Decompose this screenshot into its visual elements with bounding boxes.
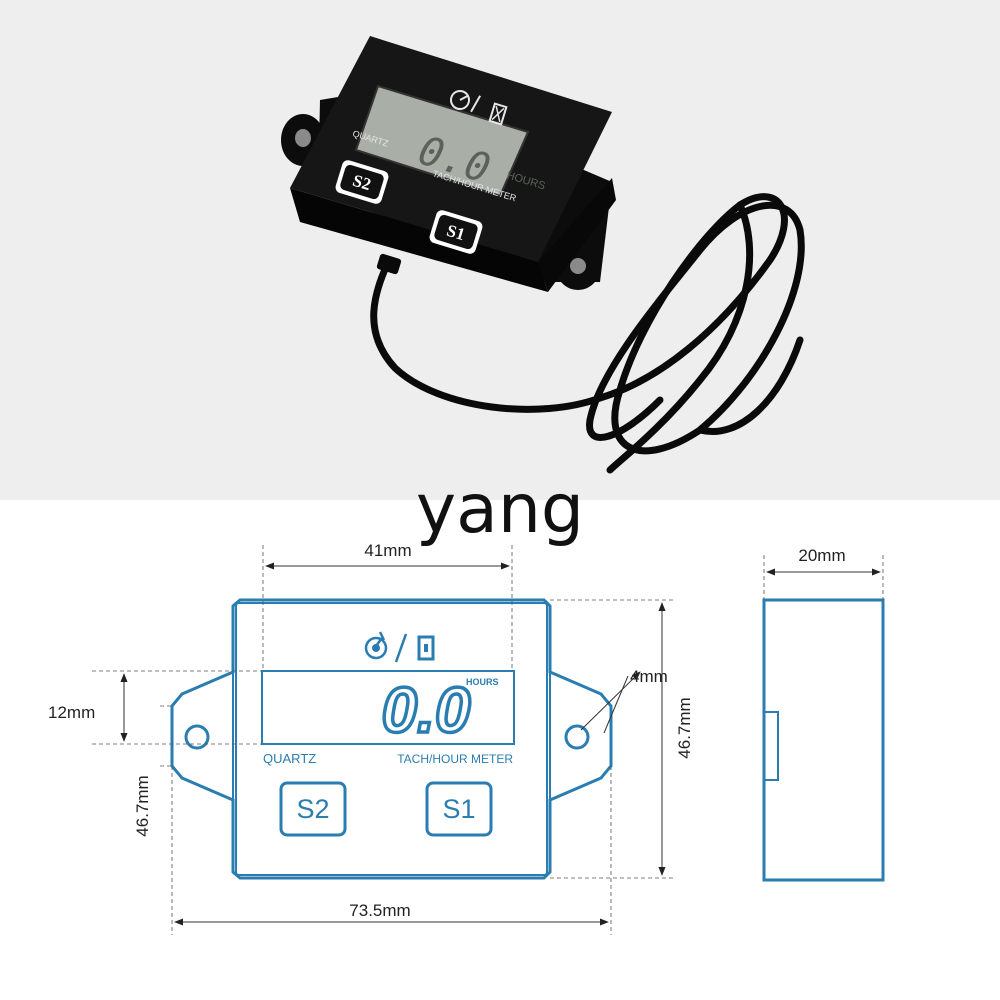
flange-hole-right	[570, 258, 586, 274]
s2-button[interactable]: S2	[334, 159, 390, 206]
s1-button[interactable]: S1	[425, 781, 493, 837]
dim-label-hole-diameter: 4mm	[630, 667, 668, 686]
dim-label-top-width: 41mm	[364, 541, 411, 560]
side-view-outline	[762, 598, 885, 882]
device-right-face	[538, 178, 616, 292]
dimension-drawing: 0.0 HOURS QUARTZ TACH/HOUR METER S2 S1 4…	[48, 541, 885, 935]
hourglass-icon	[488, 102, 508, 126]
watermark-text: yang	[415, 470, 585, 549]
mount-hole-right	[564, 724, 590, 750]
dim-label-body-height-left: 46.7mm	[133, 775, 152, 836]
dim-label-overall-width: 73.5mm	[349, 901, 410, 920]
lcd-unit: HOURS	[466, 677, 499, 687]
s1-button-label: S1	[444, 221, 467, 244]
s2-button-label: S2	[350, 171, 373, 194]
sensor-cable	[370, 193, 805, 474]
dim-label-body-height-right: 46.7mm	[675, 697, 694, 758]
s1-button[interactable]: S1	[428, 209, 484, 256]
hourglass-icon	[417, 635, 435, 661]
dim-label-lcd-height: 12mm	[48, 703, 95, 722]
label-quartz: QUARTZ	[263, 751, 316, 766]
dim-leader-hole-2	[603, 675, 629, 734]
product-photo: 0.0 HOURS QUARTZ TACH/HOUR METER S2 S1	[0, 0, 1000, 500]
lcd-reading: 0.0	[382, 674, 471, 746]
device-side-face	[290, 188, 548, 292]
lcd-screen	[261, 670, 515, 745]
dim-leader-hole	[580, 671, 641, 731]
flange-hole-left	[295, 129, 311, 147]
s2-button[interactable]: S2	[279, 781, 347, 837]
cable-strain-relief	[376, 253, 402, 275]
icon-separator	[394, 633, 408, 663]
label-tach-hour-meter: TACH/HOUR METER	[397, 752, 513, 766]
dim-label-side-depth: 20mm	[798, 546, 845, 565]
tach-icon	[364, 631, 388, 660]
lcd-screen	[354, 84, 530, 198]
tach-icon	[450, 90, 482, 113]
s2-button-label: S2	[296, 794, 329, 824]
s1-button-label: S1	[442, 794, 475, 824]
mount-hole-left	[184, 724, 210, 750]
